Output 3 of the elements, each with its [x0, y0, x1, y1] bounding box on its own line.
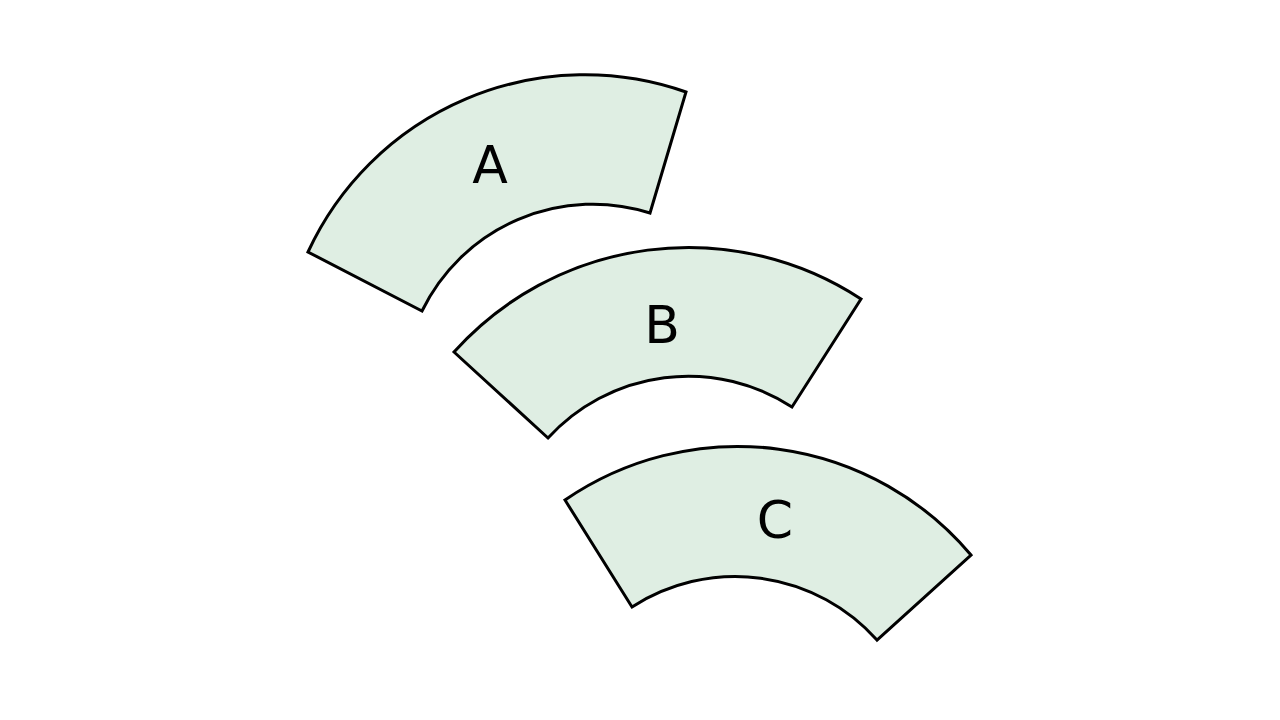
band-label: C	[756, 494, 794, 546]
band-label: B	[644, 299, 680, 351]
band-label: A	[472, 139, 508, 191]
